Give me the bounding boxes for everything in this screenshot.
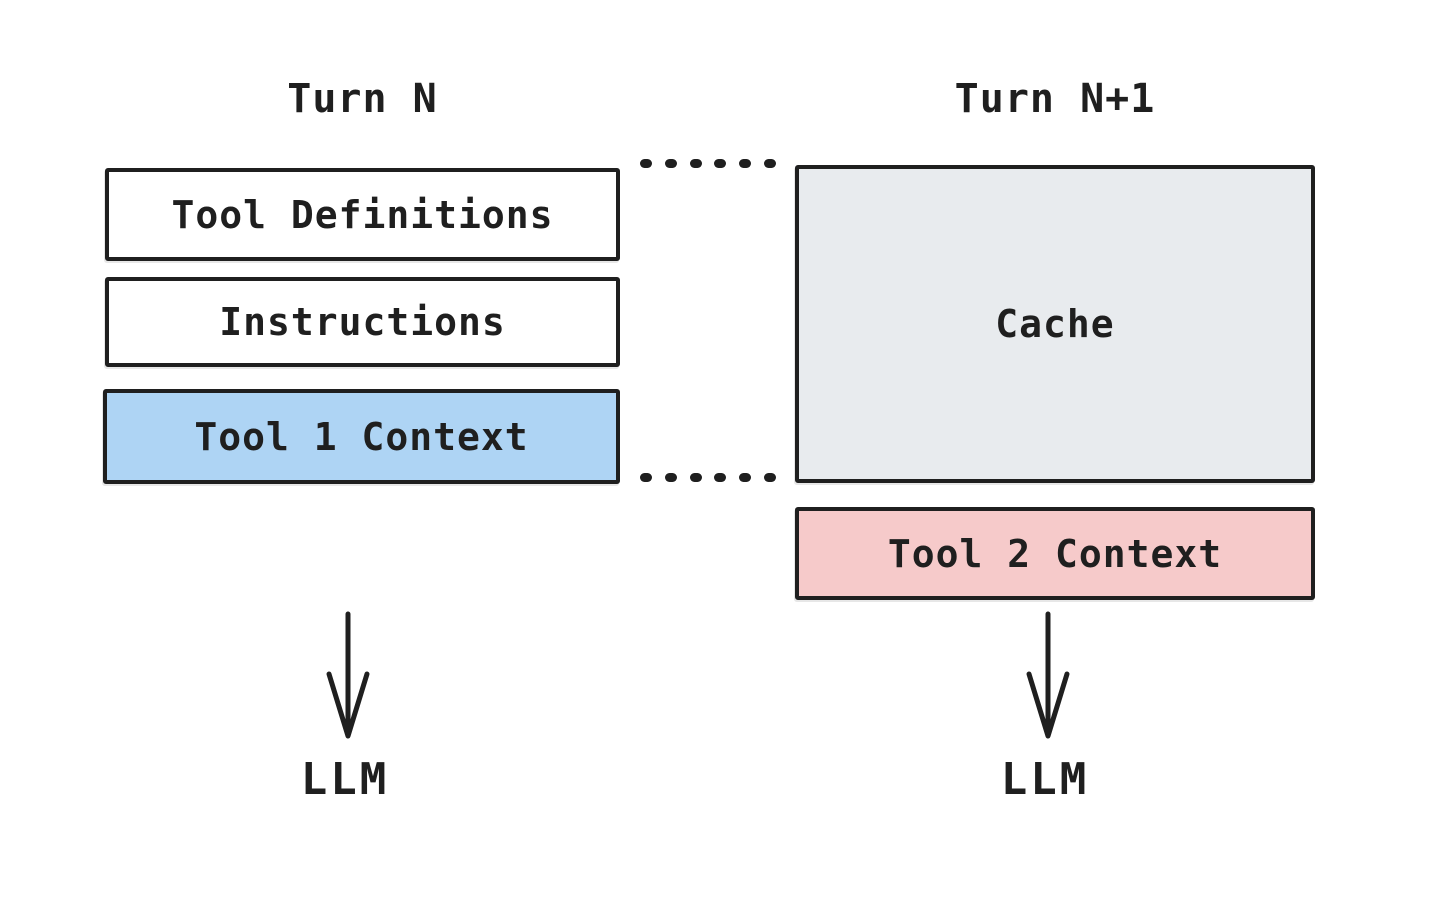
dot <box>640 472 652 482</box>
dot <box>640 158 652 168</box>
dot <box>739 472 752 482</box>
tool-definitions-label: Tool Definitions <box>171 192 554 237</box>
dot <box>689 472 702 482</box>
cache-boundary-bottom-dotted-line <box>640 472 776 482</box>
dot <box>763 472 776 482</box>
down-arrow-icon <box>326 611 370 739</box>
dot <box>714 472 727 482</box>
dot <box>763 158 776 168</box>
instructions-label: Instructions <box>219 300 506 344</box>
tool-1-context-label: Tool 1 Context <box>194 414 529 459</box>
dot <box>664 158 677 168</box>
cache-boundary-top-dotted-line <box>640 158 776 168</box>
turn-n-title: Turn N <box>287 76 438 122</box>
turn-n-plus-1-title: Turn N+1 <box>954 76 1156 122</box>
tool-definitions-box: Tool Definitions <box>105 168 620 261</box>
down-arrow-icon <box>1026 611 1070 739</box>
dot <box>689 158 702 168</box>
instructions-box: Instructions <box>105 277 620 367</box>
tool-1-context-box: Tool 1 Context <box>103 389 620 484</box>
dot <box>739 158 752 168</box>
tool-2-context-box: Tool 2 Context <box>795 507 1315 600</box>
dot <box>714 158 727 168</box>
tool-2-context-label: Tool 2 Context <box>887 531 1223 576</box>
cache-box: Cache <box>795 165 1315 483</box>
llm-label-turn-n: LLM <box>300 754 390 805</box>
llm-label-turn-n-plus-1: LLM <box>1000 754 1090 805</box>
cache-label: Cache <box>995 302 1115 346</box>
dot <box>664 472 677 482</box>
